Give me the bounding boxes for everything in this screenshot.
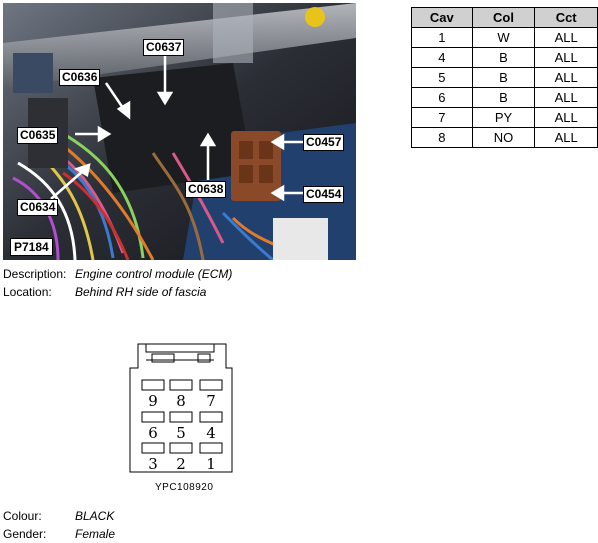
- header-cav: Cav: [411, 7, 473, 28]
- table-header-row: Cav Col Cct: [411, 7, 598, 28]
- cavity-number: 2: [176, 455, 186, 473]
- cell-cct: ALL: [534, 27, 598, 48]
- cell-cct: ALL: [534, 47, 598, 68]
- callout-c0638: C0638: [185, 181, 227, 198]
- table-row: 7 PY ALL: [411, 107, 598, 128]
- gender-line: Gender: Female: [3, 527, 115, 541]
- header-col: Col: [471, 7, 536, 28]
- cavity-number: 4: [206, 424, 216, 442]
- header-cct: Cct: [534, 7, 598, 28]
- cell-col: B: [471, 67, 536, 88]
- connector-location-photo: C0637 C0636 C0635 C0634 C0638 C0457 C045…: [3, 3, 356, 260]
- callout-c0634: C0634: [17, 199, 59, 216]
- cell-cav: 1: [411, 27, 473, 48]
- location-value: Behind RH side of fascia: [75, 285, 207, 299]
- cell-cct: ALL: [534, 127, 598, 148]
- part-number: YPC108920: [155, 482, 214, 493]
- cell-cct: ALL: [534, 67, 598, 88]
- cavity-number: 8: [176, 392, 186, 410]
- cell-cav: 7: [411, 107, 473, 128]
- location-line: Location: Behind RH side of fascia: [3, 285, 206, 299]
- cavity-number: 7: [206, 392, 216, 410]
- connector-face-diagram: 9 8 7 6 5 4 3 2 1: [126, 340, 234, 478]
- description-value: Engine control module (ECM): [75, 267, 233, 281]
- callout-c0635: C0635: [17, 127, 59, 144]
- callout-c0457: C0457: [303, 134, 345, 151]
- cell-cav: 8: [411, 127, 473, 148]
- cell-cct: ALL: [534, 107, 598, 128]
- description-label: Description:: [3, 267, 67, 281]
- table-row: 1 W ALL: [411, 27, 598, 48]
- cell-col: NO: [471, 127, 536, 148]
- cell-col: PY: [471, 107, 536, 128]
- location-label: Location:: [3, 285, 52, 299]
- gender-label: Gender:: [3, 527, 47, 541]
- cell-cct: ALL: [534, 87, 598, 108]
- cavity-number: 1: [206, 455, 216, 473]
- cavity-table: Cav Col Cct 1 W ALL 4 B ALL 5 B ALL 6 B …: [411, 7, 598, 148]
- colour-value: BLACK: [75, 509, 115, 523]
- table-row: 8 NO ALL: [411, 127, 598, 148]
- cavity-number: 5: [176, 424, 186, 442]
- cell-col: W: [471, 27, 536, 48]
- table-row: 4 B ALL: [411, 47, 598, 68]
- cavity-number: 3: [148, 455, 158, 473]
- cavity-number: 9: [148, 392, 158, 410]
- gender-value: Female: [75, 527, 116, 541]
- description-line: Description: Engine control module (ECM): [3, 267, 232, 281]
- cell-col: B: [471, 87, 536, 108]
- cell-cav: 4: [411, 47, 473, 68]
- cell-cav: 6: [411, 87, 473, 108]
- photo-label: P7184: [10, 238, 53, 256]
- connector-outline: 9 8 7 6 5 4 3 2 1: [129, 343, 233, 473]
- cavity-number: 6: [148, 424, 158, 442]
- callout-c0636: C0636: [59, 69, 101, 86]
- table-row: 6 B ALL: [411, 87, 598, 108]
- cell-col: B: [471, 47, 536, 68]
- colour-label: Colour:: [3, 509, 42, 523]
- callout-c0454: C0454: [303, 186, 345, 203]
- colour-line: Colour: BLACK: [3, 509, 114, 523]
- callout-c0637: C0637: [143, 39, 185, 56]
- table-row: 5 B ALL: [411, 67, 598, 88]
- cell-cav: 5: [411, 67, 473, 88]
